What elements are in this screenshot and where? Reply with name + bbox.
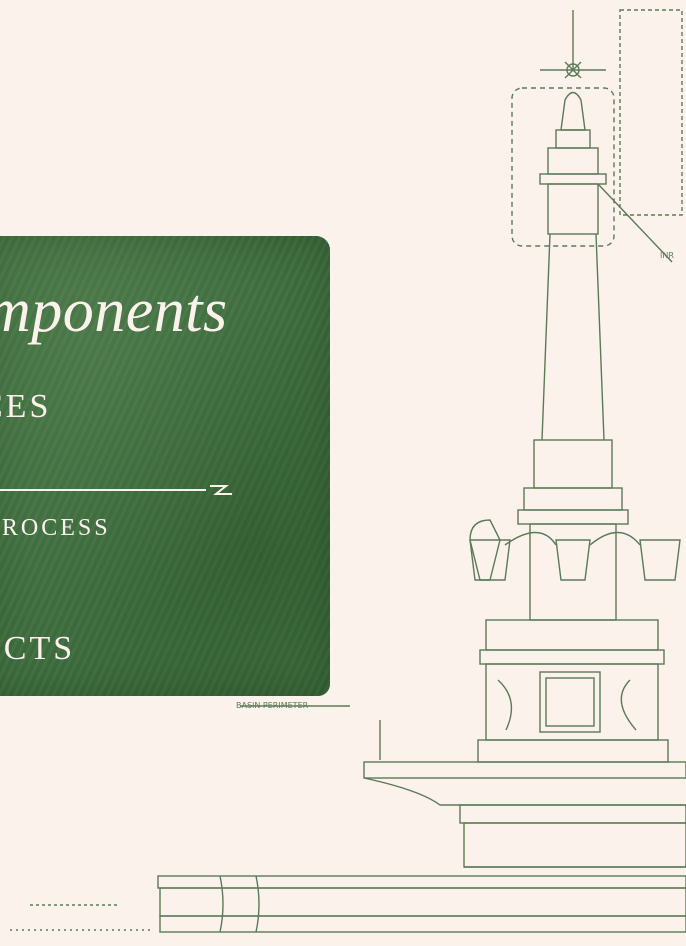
menu-item-2-label: Process	[0, 506, 111, 543]
menu-panel	[0, 236, 330, 696]
menu-title: mponents	[0, 277, 228, 345]
menu-item-1[interactable]: CES	[0, 388, 52, 425]
menu-item-3[interactable]: ECTS	[0, 630, 76, 667]
side-label-annotation: INR	[660, 251, 674, 260]
menu-item-2[interactable]: Process	[0, 506, 111, 544]
panel-texture	[0, 236, 330, 696]
selected-item-indicator	[0, 485, 232, 495]
basin-perimeter-annotation: BASIN PERIMETER	[236, 701, 309, 710]
